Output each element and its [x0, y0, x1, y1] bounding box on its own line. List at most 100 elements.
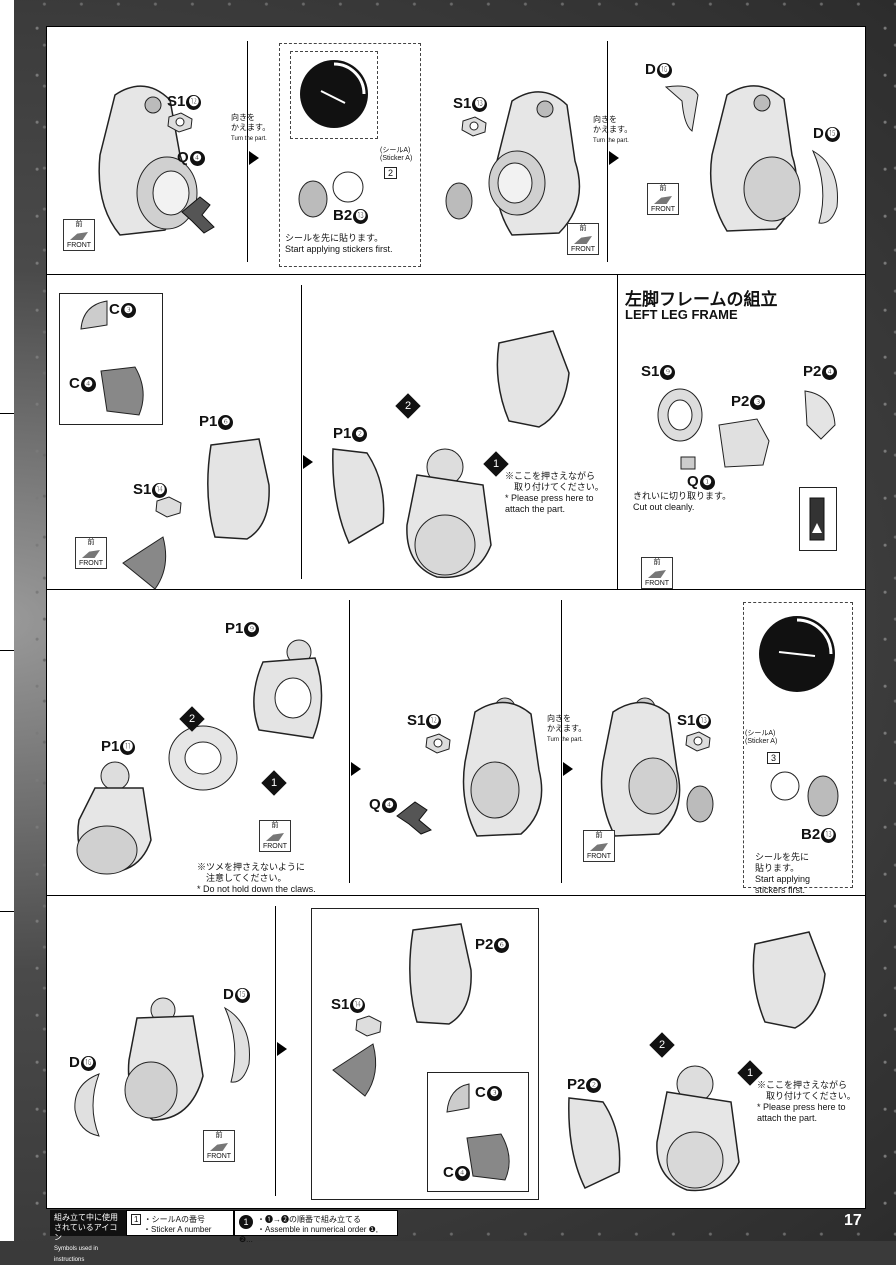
leg-frame-part	[409, 923, 472, 1025]
armor-p-part	[568, 1097, 621, 1189]
leg-frame-part	[207, 438, 270, 540]
left-page-edge	[0, 0, 14, 1241]
sticker-preview	[290, 51, 378, 139]
claws-note: ※ツメを押さえないように 注意してください。* Do not hold down…	[197, 862, 316, 894]
step-arrow	[249, 151, 259, 165]
prev-page-mark: ⓬	[2, 1214, 12, 1224]
leg-frame-part	[488, 91, 581, 236]
leg-frame-part	[98, 85, 198, 236]
ring-part	[657, 388, 703, 442]
sticker-a-label: (シールA)(Sticker A)	[380, 147, 413, 162]
leg-frame-part	[124, 997, 204, 1121]
armor-d-part	[664, 85, 699, 132]
cut-note: きれいに切り取ります。Cut out cleanly.	[633, 491, 732, 512]
sticker-number: 3	[767, 752, 781, 764]
step-badge: 1	[261, 770, 287, 796]
nut-part	[425, 733, 451, 754]
sticker-disc-icon	[300, 60, 368, 128]
leg-frame-part	[656, 1065, 740, 1192]
armor-d-part	[74, 1073, 100, 1137]
ball-part	[686, 785, 714, 823]
nut-part	[685, 731, 711, 752]
step-arrow	[277, 1042, 287, 1056]
leg-frame-part	[462, 697, 543, 837]
joint-part	[396, 801, 432, 835]
sticker-apply-part	[770, 771, 839, 817]
page-number: 17	[844, 1212, 862, 1229]
sticker-first-note: シールを先に 貼ります。Start applying stickers firs…	[755, 852, 811, 895]
turn-note-2: 向きを かえます。Turn the part.	[593, 115, 633, 144]
section-subtitle: LEFT LEG FRAME	[625, 307, 738, 322]
armor-p-part	[332, 448, 385, 545]
press-note: ※ここを押さえながら 取り付けてください。* Please press here…	[757, 1080, 856, 1123]
leg-frame-part	[709, 85, 801, 232]
nut-part	[461, 116, 487, 137]
armor-c-part	[100, 366, 144, 416]
sticker-box	[743, 602, 853, 888]
leg-frame-part	[752, 931, 826, 1029]
step-badge: 2	[649, 1032, 675, 1058]
sticker-first-note: シールを先に貼ります。Start applying stickers first…	[285, 233, 393, 254]
frame-part	[718, 418, 770, 468]
sticker-number: 2	[384, 167, 398, 179]
turn-note-1: 向きを かえます。Turn the part.	[231, 113, 271, 142]
ball-part	[445, 182, 473, 220]
armor-c-part	[466, 1133, 510, 1181]
sticker-box	[279, 43, 421, 267]
nut-part	[155, 496, 182, 518]
sticker-a-label: (シールA)(Sticker A)	[745, 730, 778, 745]
nut-part	[355, 1015, 382, 1037]
turn-note-3: 向きを かえます。Turn the part.	[547, 714, 587, 743]
round-part	[168, 725, 238, 791]
leg-frame-part	[600, 697, 681, 837]
subassembly-box	[311, 908, 539, 1200]
leg-frame-part	[496, 330, 570, 428]
step-arrow	[303, 455, 313, 469]
armor-p-part	[804, 390, 836, 440]
leg-frame-part	[76, 761, 152, 875]
armor-d-part	[223, 1006, 250, 1083]
armor-c-part	[122, 536, 167, 590]
armor-c-part	[446, 1083, 470, 1113]
step-arrow	[609, 151, 619, 165]
